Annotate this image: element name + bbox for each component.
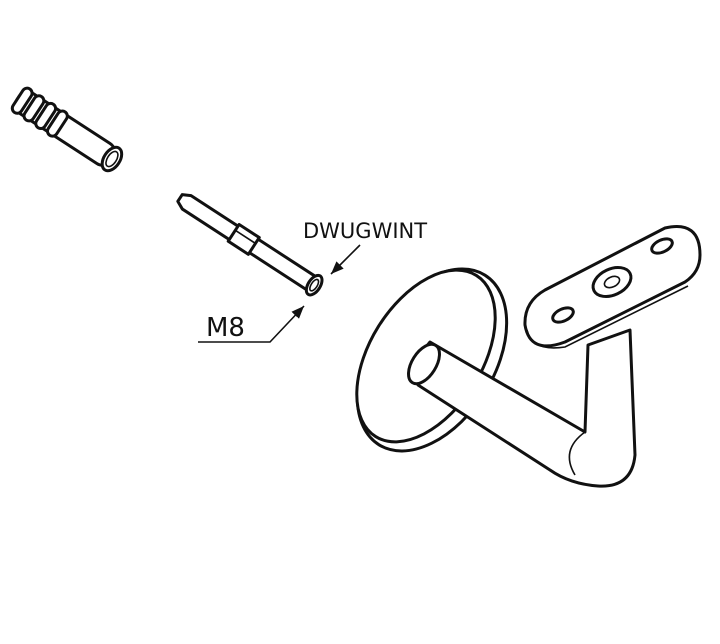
threaded-stud-icon	[176, 193, 324, 297]
wall-anchor-icon	[10, 86, 124, 173]
thread-type-label: DWUGWINT	[303, 219, 427, 243]
handrail-bracket-icon	[355, 225, 702, 488]
dimension-leaders	[198, 244, 361, 343]
thread-size-label: M8	[206, 313, 245, 343]
